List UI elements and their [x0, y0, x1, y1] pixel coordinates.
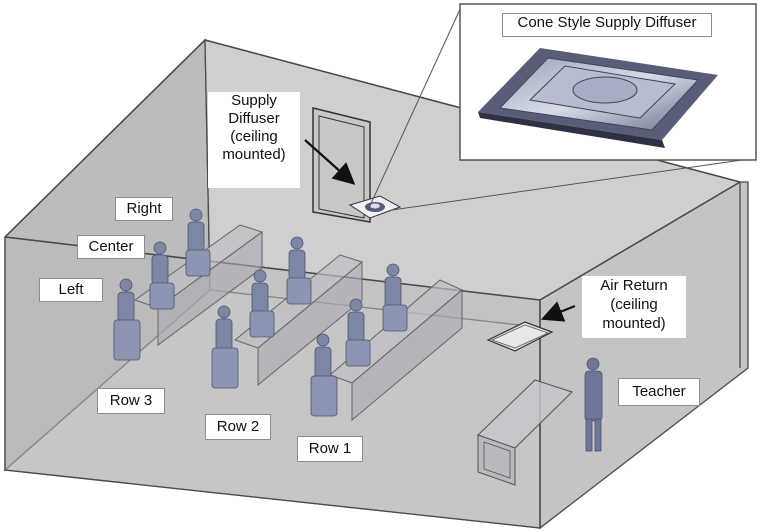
student-figure	[382, 263, 408, 332]
arrow-icon	[304, 139, 356, 185]
teacher-figure	[584, 357, 603, 452]
student-figure	[149, 241, 175, 310]
air-return-label: Air Return (ceiling mounted)	[582, 276, 686, 338]
student-figure	[211, 305, 239, 389]
student-figure	[286, 236, 312, 305]
cone-diffuser-label: Cone Style Supply Diffuser	[502, 13, 712, 37]
teacher-desk	[477, 379, 573, 486]
right-column-label: Right	[115, 197, 173, 221]
arrow-icon	[540, 301, 576, 322]
row-1-label: Row 1	[297, 436, 363, 462]
student-figure	[345, 298, 371, 367]
student-figure	[185, 208, 211, 277]
student-figure	[249, 269, 275, 338]
center-column-label: Center	[77, 235, 145, 259]
row-2-label: Row 2	[205, 414, 271, 440]
row-3-label: Row 3	[97, 388, 165, 414]
supply-diffuser-label: Supply Diffuser (ceiling mounted)	[208, 92, 300, 188]
left-column-label: Left	[39, 278, 103, 302]
student-figure	[310, 333, 338, 417]
air-return-box	[486, 321, 554, 352]
cone-diffuser-3d-icon	[478, 48, 718, 148]
student-figure	[113, 278, 141, 361]
teacher-label: Teacher	[618, 378, 700, 406]
